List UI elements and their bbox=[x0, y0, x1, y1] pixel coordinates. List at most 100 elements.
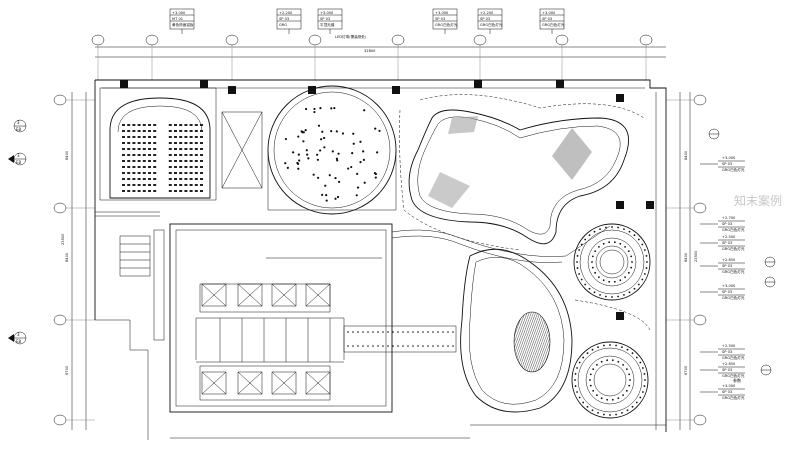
seat bbox=[184, 160, 188, 162]
light-dot bbox=[367, 331, 369, 333]
seat bbox=[142, 184, 146, 186]
callout-text: SP 03 bbox=[722, 368, 732, 372]
light-dot bbox=[328, 174, 331, 177]
light-dot bbox=[628, 230, 631, 233]
seat bbox=[174, 130, 177, 132]
seat bbox=[132, 160, 136, 162]
callout-text: SP 03 bbox=[435, 17, 445, 21]
light-dot bbox=[602, 242, 605, 245]
light-dot bbox=[412, 345, 414, 347]
light-dot bbox=[304, 129, 307, 132]
seat bbox=[184, 154, 188, 156]
structural-column bbox=[120, 80, 128, 88]
light-dot bbox=[586, 352, 589, 355]
light-dot bbox=[337, 180, 341, 183]
light-dot bbox=[643, 385, 646, 387]
light-dot bbox=[397, 345, 399, 347]
seat bbox=[122, 166, 125, 168]
callout-text: MT 01 bbox=[172, 17, 183, 21]
light-dot bbox=[347, 331, 349, 333]
seat bbox=[122, 142, 125, 144]
seat bbox=[137, 136, 141, 138]
light-dot bbox=[597, 346, 599, 349]
light-dot bbox=[645, 255, 648, 257]
callout-text: +2.500 bbox=[722, 344, 736, 348]
light-dot bbox=[359, 140, 362, 143]
seat bbox=[132, 190, 136, 192]
light-dot bbox=[305, 149, 308, 152]
light-dot bbox=[578, 273, 581, 275]
light-dot bbox=[644, 379, 646, 381]
light-dot bbox=[624, 245, 626, 248]
callout-text: GRG白色灯光 bbox=[480, 22, 503, 27]
light-dot bbox=[334, 176, 337, 180]
seat bbox=[194, 142, 198, 144]
seat bbox=[122, 124, 125, 126]
light-dot bbox=[297, 135, 300, 138]
light-dot bbox=[637, 283, 640, 286]
light-dot bbox=[307, 157, 310, 160]
callout-text: +2.200 bbox=[279, 11, 293, 15]
structural-column bbox=[228, 86, 236, 94]
seat bbox=[194, 130, 198, 132]
seat bbox=[127, 184, 131, 186]
light-dot bbox=[336, 195, 340, 199]
seat bbox=[127, 148, 131, 150]
seat bbox=[168, 178, 172, 180]
light-dot bbox=[598, 276, 600, 279]
seat bbox=[189, 124, 193, 126]
shaft bbox=[271, 371, 297, 395]
light-dot bbox=[377, 345, 379, 347]
callout-text: GRG bbox=[279, 23, 287, 27]
light-dot bbox=[452, 331, 454, 333]
light-dot bbox=[330, 107, 333, 110]
grid-bubble-top bbox=[391, 34, 405, 80]
seat bbox=[132, 154, 136, 156]
light-dot bbox=[586, 405, 589, 408]
light-dot bbox=[622, 394, 624, 397]
light-dot bbox=[589, 379, 591, 381]
seat bbox=[148, 142, 151, 144]
seat bbox=[200, 124, 203, 126]
light-dot bbox=[623, 293, 625, 296]
seat bbox=[184, 184, 188, 186]
light-dot bbox=[582, 401, 585, 404]
light-dot bbox=[312, 173, 315, 176]
seat bbox=[184, 130, 188, 132]
seat bbox=[194, 172, 198, 174]
light-dot bbox=[641, 243, 644, 246]
callout-text: +3.000 bbox=[722, 384, 736, 388]
light-dot bbox=[347, 167, 350, 170]
light-dot bbox=[591, 261, 593, 263]
light-dot bbox=[367, 345, 369, 347]
light-dot bbox=[341, 132, 345, 135]
seat bbox=[179, 148, 183, 150]
light-dot bbox=[286, 166, 289, 169]
callout-text: +3.000 bbox=[722, 156, 736, 160]
light-dot bbox=[382, 345, 384, 347]
seat bbox=[153, 130, 157, 132]
light-dot bbox=[313, 110, 316, 114]
seat bbox=[200, 130, 203, 132]
seat bbox=[179, 178, 183, 180]
callout-text: SP 03 bbox=[279, 17, 289, 21]
light-dot bbox=[603, 413, 605, 416]
light-dot bbox=[643, 273, 646, 275]
light-dot bbox=[352, 345, 354, 347]
light-dot bbox=[611, 226, 613, 228]
seat bbox=[179, 190, 183, 192]
light-dot bbox=[374, 127, 377, 130]
light-dot bbox=[374, 172, 378, 176]
light-dot bbox=[641, 391, 644, 393]
seat bbox=[194, 154, 198, 156]
seat bbox=[137, 166, 141, 168]
shaft bbox=[237, 371, 263, 395]
light-dot bbox=[639, 396, 642, 399]
left-dim-3: 6700 bbox=[65, 365, 69, 375]
light-dot bbox=[333, 106, 336, 110]
seat bbox=[189, 148, 193, 150]
